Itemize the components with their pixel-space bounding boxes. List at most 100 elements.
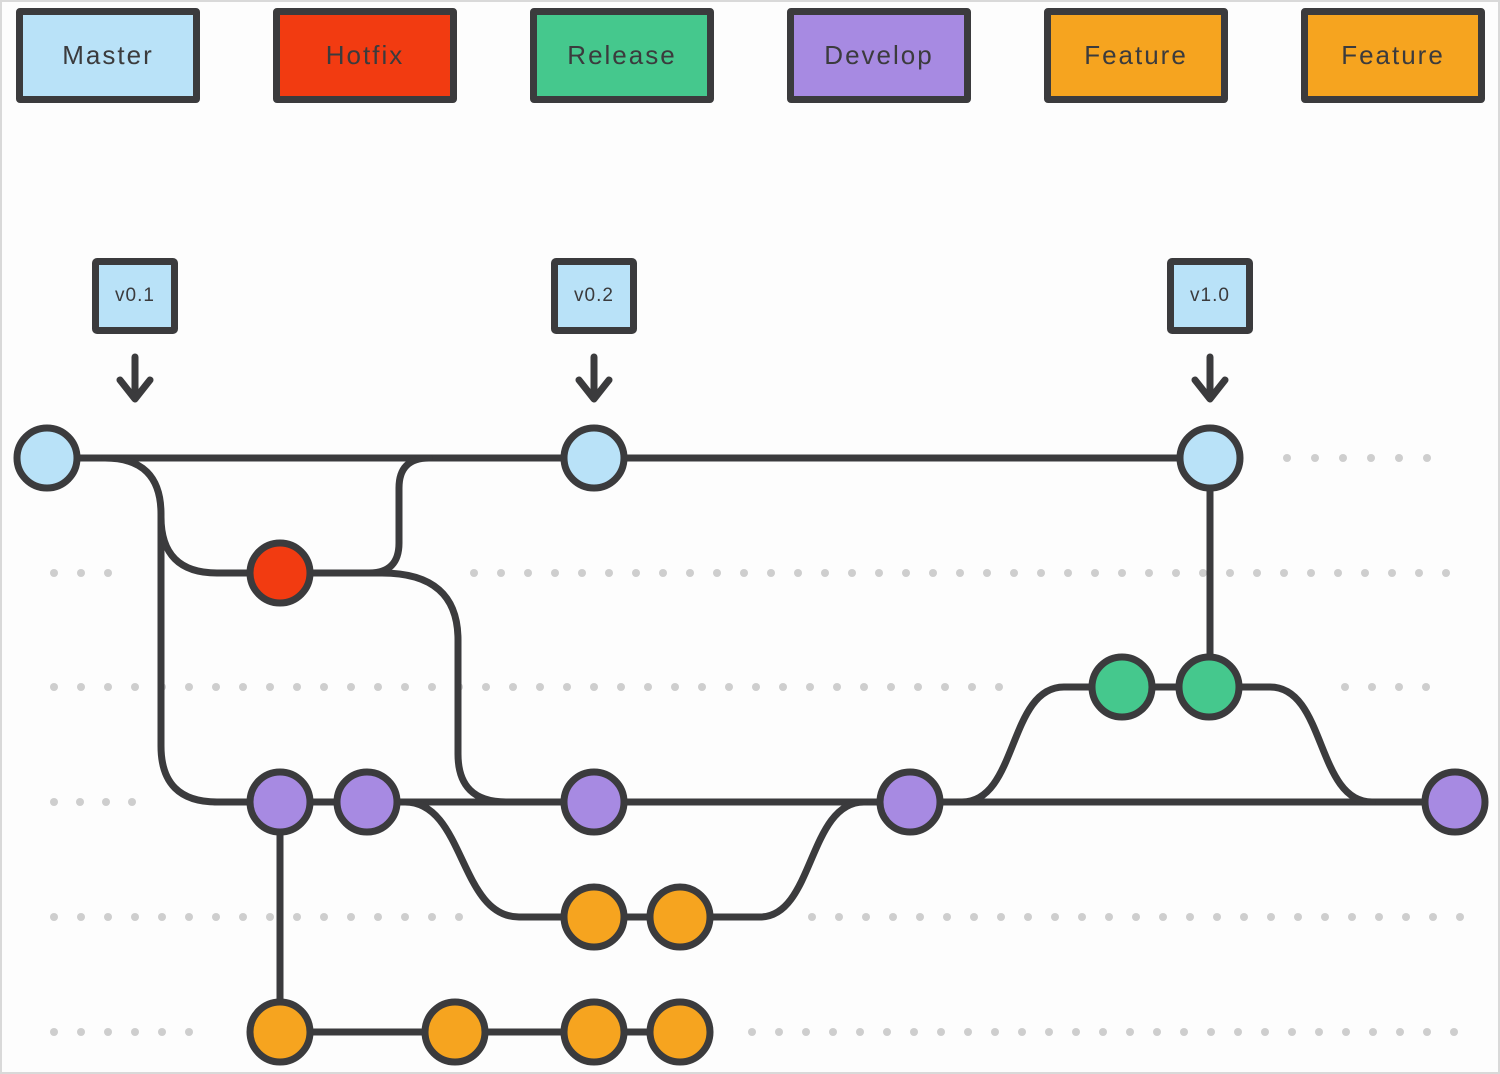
guide-dot [1105,913,1113,921]
guide-dot [1283,454,1291,462]
guide-dot [991,1028,999,1036]
guide-dot [1415,569,1423,577]
guide-dot [659,569,667,577]
legend-item-feature-4: Feature [1044,8,1228,103]
guide-dot [1045,1028,1053,1036]
guide-dot [131,913,139,921]
guide-dot [713,569,721,577]
edge-release-branch [958,683,1376,806]
guide-dot [995,683,1003,691]
guide-dot [1422,683,1430,691]
guide-dot [131,683,139,691]
legend-item-hotfix-1: Hotfix [273,8,457,103]
guide-dot [76,798,84,806]
guide-dot [943,913,951,921]
guide-dot [1339,454,1347,462]
guide-dot [50,569,58,577]
guide-dot [1342,1028,1350,1036]
tag-arrows [116,353,1229,403]
guide-dot [1288,1028,1296,1036]
guide-dot [1450,1028,1458,1036]
guide-dot [1037,569,1045,577]
guide-dot [1010,569,1018,577]
commit-node-master-2 [1176,424,1244,492]
legend-item-label: Hotfix [325,40,405,70]
tag-label: v0.1 [115,285,155,306]
guide-dot [1369,1028,1377,1036]
guide-dot [1368,683,1376,691]
guide-dot [401,913,409,921]
guide-dot [1126,1028,1134,1036]
guide-dot [829,1028,837,1036]
commit-node-master-1 [560,424,628,492]
guide-dot [806,683,814,691]
guide-dot [1186,913,1194,921]
guide-dot [1199,569,1207,577]
guide-dot [1099,1028,1107,1036]
guide-dot [1423,1028,1431,1036]
guide-dot [698,683,706,691]
legend-item-label: Master [62,40,154,70]
guide-dot [1261,1028,1269,1036]
legend-item-release-2: Release [530,8,714,103]
guide-dot [1159,913,1167,921]
guide-dot [1388,569,1396,577]
commit-node-hotfix-3 [246,539,314,607]
guide-dot [752,683,760,691]
guide-dot [794,569,802,577]
guide-dot [914,683,922,691]
guide-dot [320,913,328,921]
tag-label: v1.0 [1190,285,1230,306]
guide-dot [1315,1028,1323,1036]
guide-dot [1307,569,1315,577]
legend-item-master-0: Master [16,8,200,103]
commit-node-release-5 [1175,653,1243,721]
guide-dot [1207,1028,1215,1036]
guide-dot [293,683,301,691]
guide-dot [1051,913,1059,921]
guide-dot [428,683,436,691]
guide-dot [1456,913,1464,921]
guide-dot [509,683,517,691]
tag-label: v0.2 [574,285,614,306]
guide-dot [848,569,856,577]
guide-dot [104,569,112,577]
guide-dot [902,569,910,577]
guide-dot [1253,569,1261,577]
guide-dot [1321,913,1329,921]
guide-dot [1423,454,1431,462]
guide-dot [740,569,748,577]
guide-dot [964,1028,972,1036]
guide-dot [212,683,220,691]
commit-nodes [13,424,1489,1066]
commit-node-develop-8 [560,768,628,836]
guide-dot [104,913,112,921]
guide-dot [1153,1028,1161,1036]
guide-dot [941,683,949,691]
guide-dot [1118,569,1126,577]
edge-branch-master-to-develop [101,454,258,806]
guide-dot [1072,1028,1080,1036]
guide-dot [835,913,843,921]
tag-arrow-down-icon [116,376,154,403]
guide-dot [605,569,613,577]
guide-dots [50,454,1464,1036]
guide-dot [1402,913,1410,921]
guide-dot [970,913,978,921]
guide-dot [632,569,640,577]
guide-dot [293,913,301,921]
guide-dot [455,913,463,921]
guide-dot [929,569,937,577]
tag-v1.0: v1.0 [1167,258,1253,334]
guide-dot [1375,913,1383,921]
guide-dot [77,1028,85,1036]
tag-arrow-down-icon [575,376,613,403]
guide-dot [956,569,964,577]
edge-branch-to-hotfix [157,513,284,577]
guide-dot [725,683,733,691]
branch-edges [43,454,1459,1036]
legend-item-label: Release [567,40,677,70]
guide-dot [266,913,274,921]
